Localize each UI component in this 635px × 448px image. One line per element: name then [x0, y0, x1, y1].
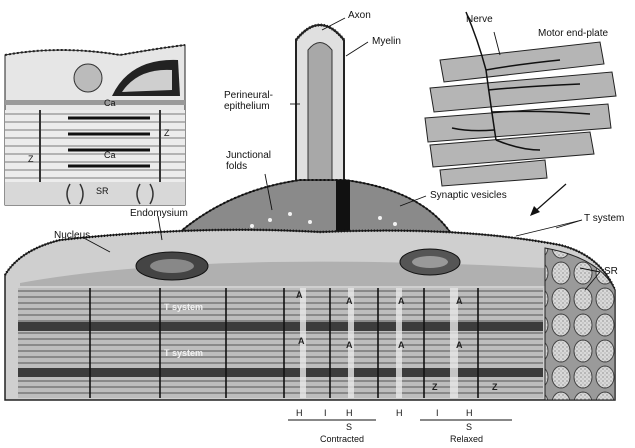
label-axon: Axon	[348, 10, 371, 21]
t-system-band-upper	[18, 322, 543, 331]
label-sr-right: SR	[604, 266, 618, 277]
relaxed-h-label-1: H	[396, 408, 403, 419]
a-band-label: A	[346, 340, 353, 351]
z-band-label: Z	[492, 382, 498, 393]
label-synaptic-vesicles: Synaptic vesicles	[430, 190, 507, 201]
label-junctional-folds: Junctional folds	[226, 150, 271, 172]
relaxed-h-label-2: H	[466, 408, 473, 419]
label-t-system-inner-1: T system	[164, 302, 203, 313]
inset-label-z-right: Z	[164, 128, 170, 139]
a-band-label: A	[298, 336, 305, 347]
a-band-label: A	[398, 340, 405, 351]
a-band-label: A	[398, 296, 405, 307]
contracted-h-label-2: H	[346, 408, 353, 419]
muscle-fiber	[5, 230, 615, 400]
inset-label-z-left: Z	[28, 154, 34, 165]
label-t-system-right: T system	[584, 213, 624, 224]
contracted-caption: Contracted	[320, 434, 364, 445]
contracted-s-label: S	[346, 422, 352, 433]
label-t-system-inner-2: T system	[164, 348, 203, 359]
contracted-i-label: I	[324, 408, 327, 419]
relaxed-s-label: S	[466, 422, 472, 433]
z-band-label: Z	[432, 382, 438, 393]
relaxed-caption: Relaxed	[450, 434, 483, 445]
contracted-h-label-1: H	[296, 408, 303, 419]
a-band-label: A	[456, 296, 463, 307]
label-nerve: Nerve	[466, 14, 493, 25]
a-band-label: A	[346, 296, 353, 307]
label-motor-end-plate: Motor end-plate	[538, 28, 608, 39]
inset-mitochondrion	[74, 64, 102, 92]
inset-label-sr: SR	[96, 186, 109, 197]
label-endomysium: Endomysium	[130, 208, 188, 219]
label-myelin: Myelin	[372, 36, 401, 47]
inset-label-ca-top: Ca	[104, 98, 116, 109]
axon-group	[296, 25, 344, 190]
t-system-band-lower	[18, 368, 543, 377]
label-perineural-epithelium: Perineural- epithelium	[224, 90, 273, 112]
label-nucleus: Nucleus	[54, 230, 90, 241]
relaxed-i-label: I	[436, 408, 439, 419]
a-band-label: A	[456, 340, 463, 351]
a-band-label: A	[296, 290, 303, 301]
inset-panel	[5, 45, 185, 205]
inset-membrane	[5, 100, 185, 105]
inset-label-ca-mid: Ca	[104, 150, 116, 161]
